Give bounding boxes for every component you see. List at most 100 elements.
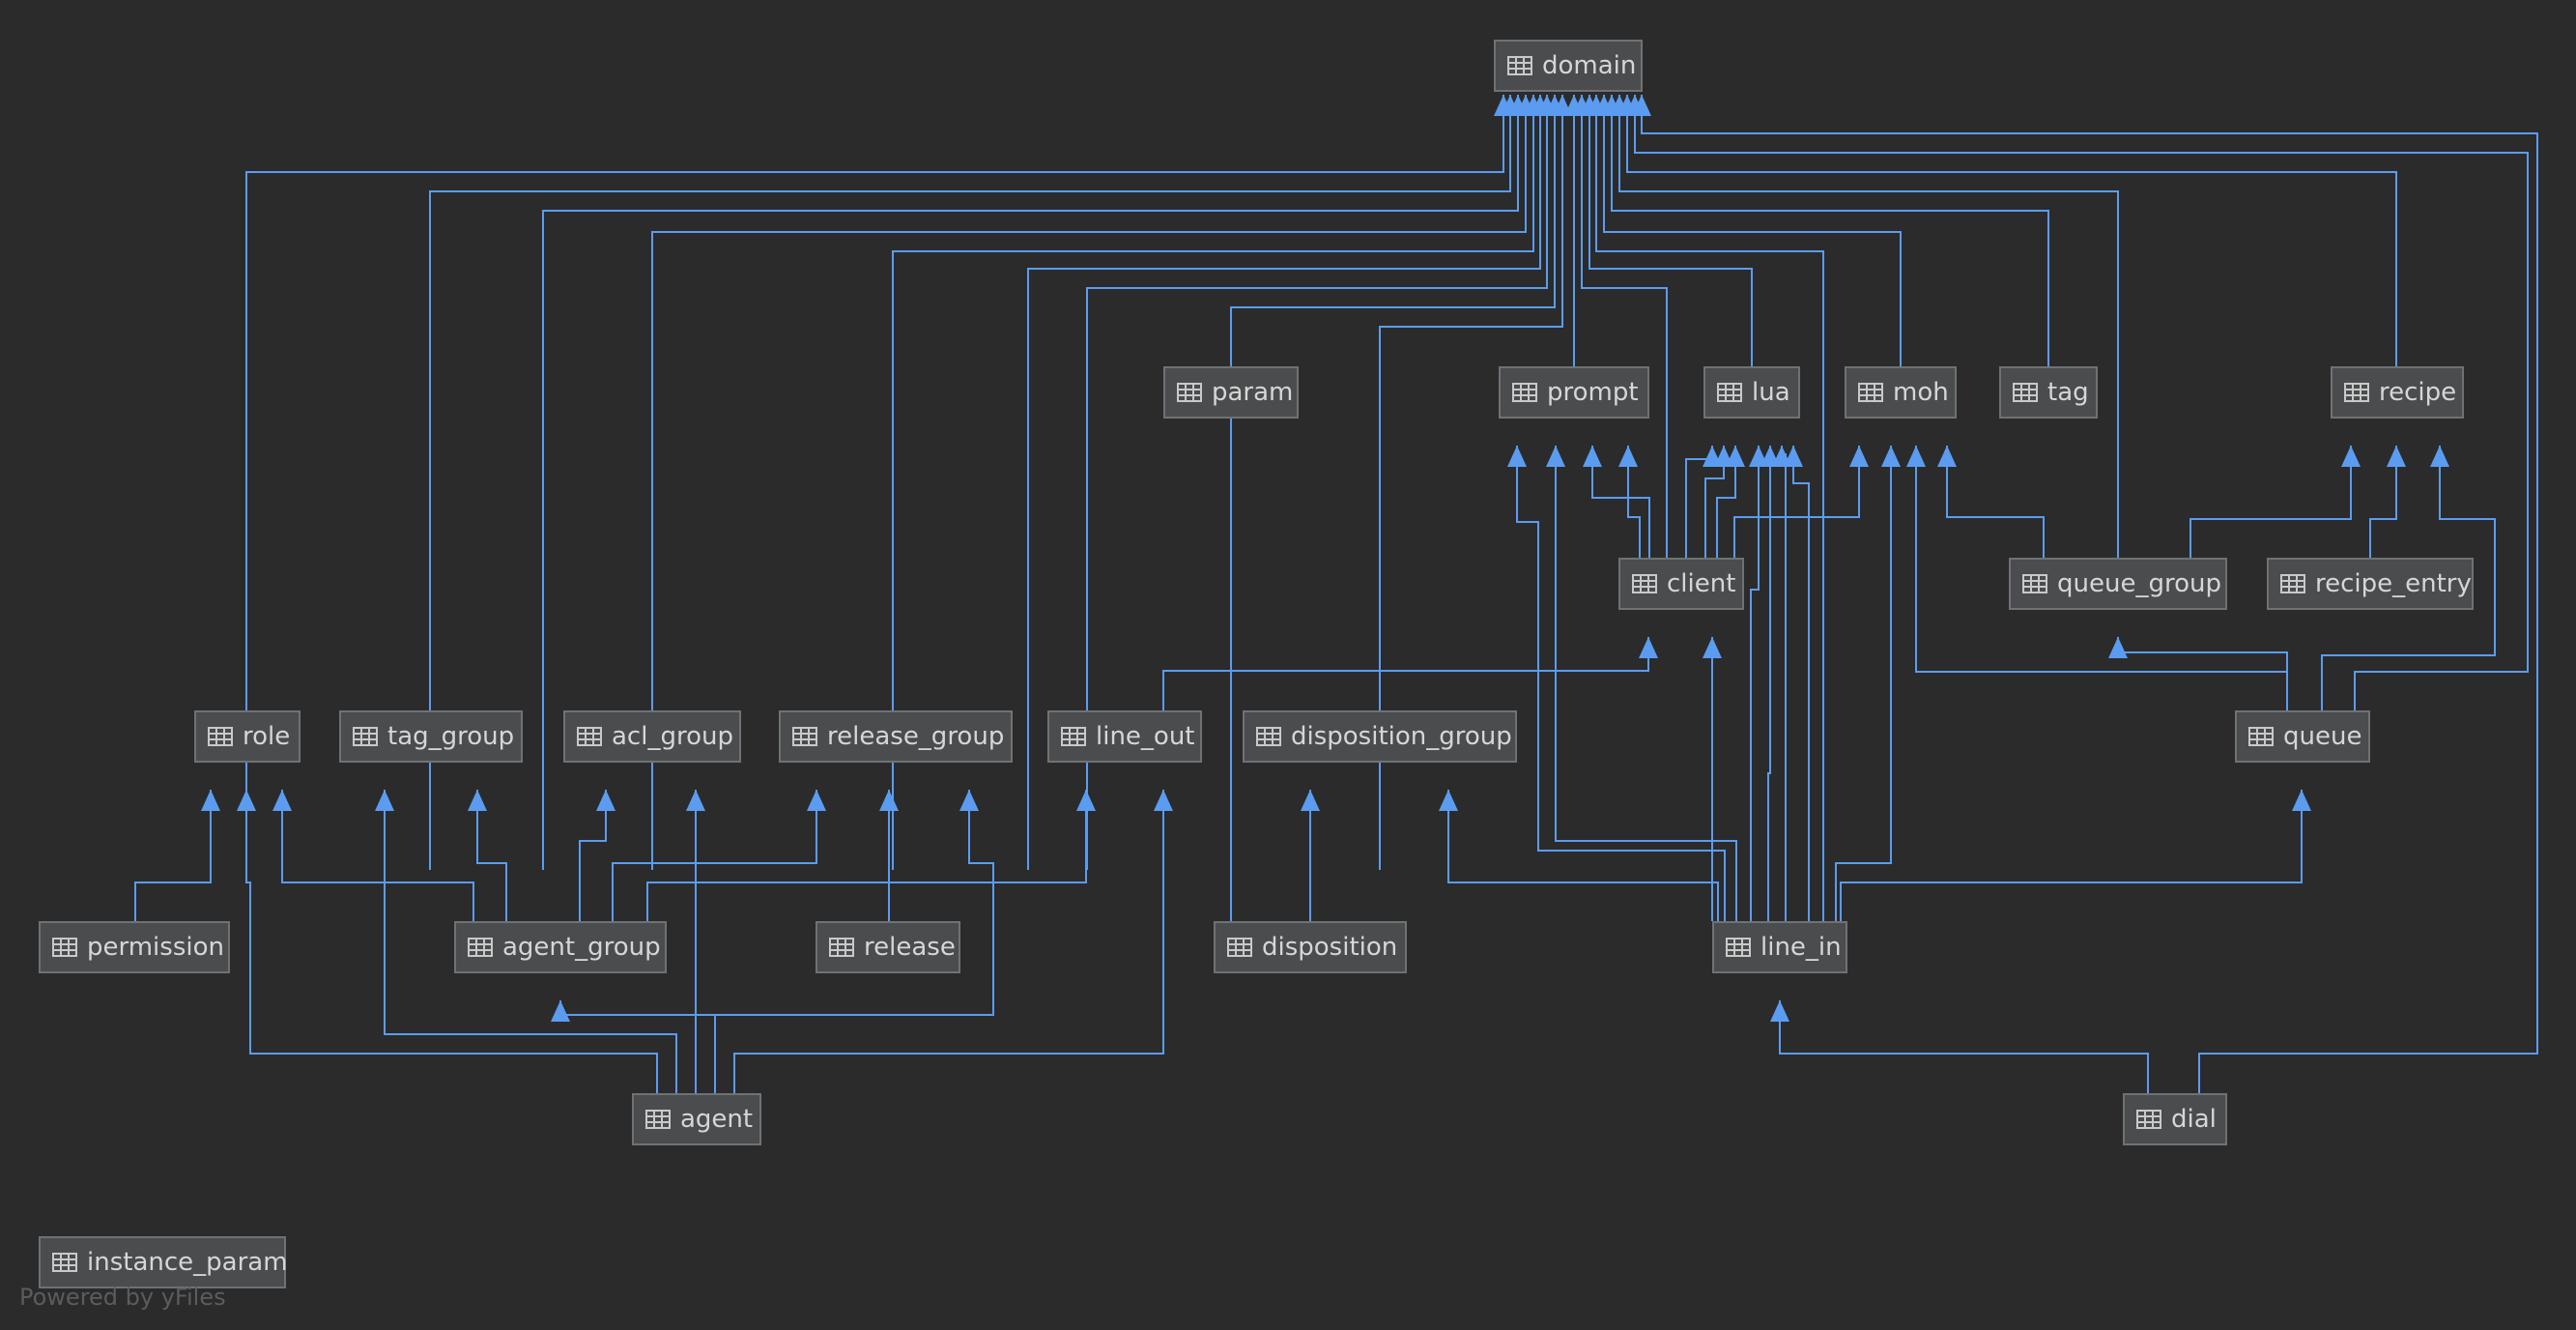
table-node-recipe[interactable]: recipe <box>2331 366 2464 419</box>
arrow-head <box>1726 446 1745 467</box>
table-icon <box>2013 383 2038 402</box>
arrow-head <box>1507 446 1527 467</box>
table-node-label: recipe_entry <box>2315 569 2472 598</box>
arrow-head <box>2387 446 2406 467</box>
table-node-tag-group[interactable]: tag_group <box>339 710 523 763</box>
table-node-permission[interactable]: permission <box>39 921 230 973</box>
relation-edge <box>612 790 817 921</box>
table-node-moh[interactable]: moh <box>1845 366 1957 419</box>
relation-edge <box>1618 95 2119 558</box>
table-node-line-in[interactable]: line_in <box>1712 921 1847 973</box>
table-node-param[interactable]: param <box>1163 366 1299 419</box>
relation-edge <box>1611 95 2049 366</box>
table-icon <box>2280 574 2305 593</box>
table-node-lua[interactable]: lua <box>1703 366 1800 419</box>
table-node-label: agent <box>680 1105 754 1134</box>
arrow-head <box>1301 790 1320 811</box>
table-icon <box>1717 383 1742 402</box>
table-icon <box>1227 938 1252 957</box>
table-node-label: moh <box>1893 378 1949 407</box>
relation-edge <box>2369 446 2397 558</box>
relation-edge <box>1626 95 2397 366</box>
table-node-domain[interactable]: domain <box>1494 40 1643 92</box>
table-node-label: queue_group <box>2057 569 2221 598</box>
table-node-label: lua <box>1752 378 1790 407</box>
table-icon <box>1061 727 1086 746</box>
table-node-agent-group[interactable]: agent_group <box>454 921 667 973</box>
table-node-disposition[interactable]: disposition <box>1214 921 1407 973</box>
table-icon <box>52 938 77 957</box>
table-node-label: agent_group <box>502 933 661 962</box>
arrow-head <box>1770 1000 1789 1022</box>
arrow-head <box>2292 790 2311 811</box>
relation-edge <box>1516 446 1726 921</box>
table-node-label: queue <box>2283 722 2362 751</box>
table-node-instance-param[interactable]: instance_param <box>39 1236 288 1288</box>
relation-edge <box>1595 95 1824 921</box>
table-node-prompt[interactable]: prompt <box>1499 366 1649 419</box>
table-node-label: acl_group <box>612 722 733 751</box>
relation-edge <box>733 790 1164 1093</box>
arrow-head <box>201 790 220 811</box>
relation-edge <box>1716 446 1736 558</box>
table-node-client[interactable]: client <box>1618 558 1744 610</box>
relation-edge <box>1447 790 1719 921</box>
table-icon <box>792 727 817 746</box>
table-icon <box>208 727 233 746</box>
relation-edge <box>1733 446 1860 558</box>
table-node-label: domain <box>1542 51 1637 80</box>
relation-edge <box>651 95 1527 870</box>
table-node-label: prompt <box>1547 378 1639 407</box>
table-node-line-out[interactable]: line_out <box>1047 710 1202 763</box>
table-node-recipe-entry[interactable]: recipe_entry <box>2267 558 2474 610</box>
arrow-head <box>1583 446 1602 467</box>
table-node-dial[interactable]: dial <box>2123 1093 2227 1145</box>
table-node-acl-group[interactable]: acl_group <box>563 710 741 763</box>
table-icon <box>2136 1110 2161 1129</box>
table-node-label: line_in <box>1760 933 1842 962</box>
table-node-label: permission <box>87 933 224 962</box>
arrow-head <box>2108 637 2128 658</box>
relation-edge <box>542 95 1519 870</box>
table-node-agent[interactable]: agent <box>632 1093 761 1145</box>
arrow-head <box>1849 446 1869 467</box>
relation-edge <box>1027 95 1541 870</box>
relation-edge <box>2321 446 2496 710</box>
relation-edge <box>579 790 607 921</box>
table-icon <box>645 1110 671 1129</box>
table-icon <box>1256 727 1281 746</box>
table-node-tag[interactable]: tag <box>1999 366 2098 419</box>
relation-edge <box>1591 446 1650 558</box>
relation-edge <box>1627 446 1641 558</box>
table-node-disposition-group[interactable]: disposition_group <box>1243 710 1517 763</box>
arrow-head <box>237 790 256 811</box>
table-node-queue-group[interactable]: queue_group <box>2009 558 2227 610</box>
relation-edge <box>1641 95 2538 1093</box>
relation-edge <box>2117 637 2288 710</box>
table-node-queue[interactable]: queue <box>2235 710 2370 763</box>
arrow-head <box>1703 637 1722 658</box>
relation-edge <box>476 790 507 921</box>
relation-edge <box>1835 446 1892 921</box>
table-icon <box>1507 56 1532 75</box>
table-node-release[interactable]: release <box>816 921 960 973</box>
relation-edge <box>646 790 1087 921</box>
relation-edge <box>559 1000 716 1093</box>
table-icon <box>1858 383 1883 402</box>
arrow-head <box>879 790 899 811</box>
arrow-head <box>1546 446 1565 467</box>
relation-edge <box>1086 95 1548 870</box>
table-icon <box>468 938 493 957</box>
relation-edge <box>1767 446 1771 921</box>
relation-edge <box>1555 446 1737 921</box>
table-node-role[interactable]: role <box>194 710 301 763</box>
table-icon <box>52 1253 77 1272</box>
table-node-label: role <box>243 722 291 751</box>
table-icon <box>2344 383 2369 402</box>
table-node-label: line_out <box>1096 722 1195 751</box>
table-node-release-group[interactable]: release_group <box>779 710 1013 763</box>
arrow-head <box>807 790 826 811</box>
table-icon <box>1632 574 1657 593</box>
relation-edge <box>384 790 677 1093</box>
